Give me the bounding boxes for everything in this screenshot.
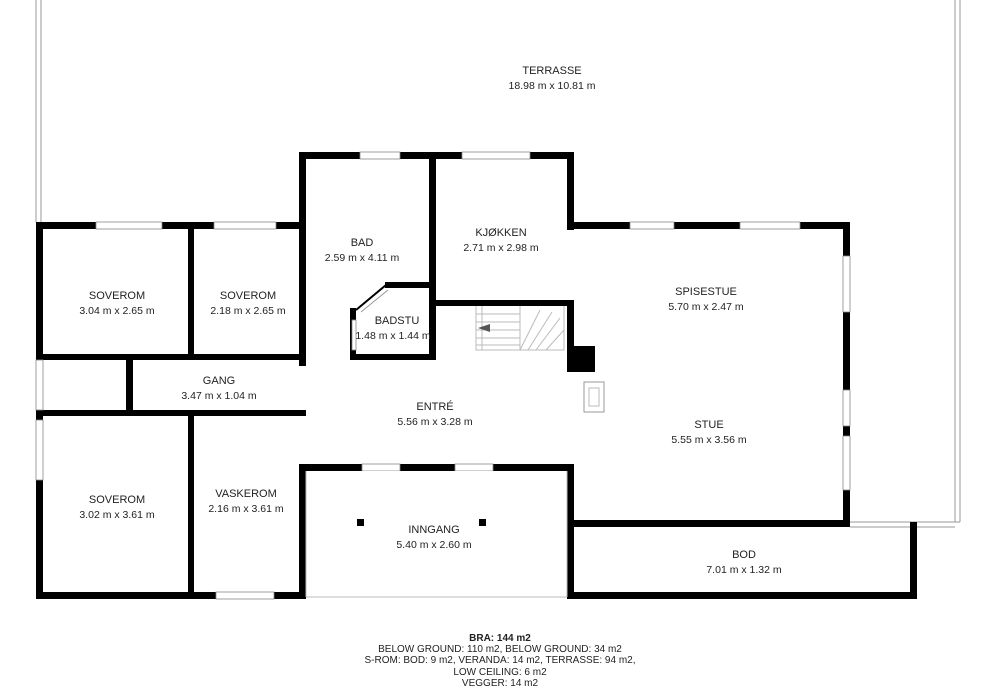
room-soverom2-name: SOVEROM	[220, 290, 276, 302]
inngang-outline	[305, 471, 568, 598]
room-entre-dims: 5.56 m x 3.28 m	[397, 416, 473, 428]
summary-line1: BELOW GROUND: 110 m2, BELOW GROUND: 34 m…	[378, 644, 622, 656]
room-stue-name: STUE	[694, 419, 723, 431]
room-terrasse-dims: 18.98 m x 10.81 m	[509, 80, 596, 92]
room-soverom1-dims: 3.04 m x 2.65 m	[79, 305, 155, 317]
room-labels: TERRASSE 18.98 m x 10.81 m SOVEROM 3.04 …	[79, 65, 782, 576]
badstu-door	[351, 284, 389, 351]
room-soverom2-dims: 2.18 m x 2.65 m	[210, 305, 286, 317]
room-bod-name: BOD	[732, 549, 756, 561]
staircase	[475, 306, 565, 351]
room-kjokken-name: KJØKKEN	[475, 227, 526, 239]
room-kjokken-dims: 2.71 m x 2.98 m	[463, 242, 539, 254]
room-bad-name: BAD	[351, 237, 374, 249]
room-stue-dims: 5.55 m x 3.56 m	[671, 434, 747, 446]
room-badstu-dims: 1.48 m x 1.44 m	[355, 330, 431, 342]
summary-line2: S-ROM: BOD: 9 m2, VERANDA: 14 m2, TERRAS…	[364, 655, 636, 667]
room-bad-dims: 2.59 m x 4.11 m	[325, 252, 400, 264]
summary-line3: LOW CEILING: 6 m2	[453, 666, 547, 678]
fireplace	[583, 381, 605, 413]
summary-bra: BRA: 144 m2	[469, 633, 531, 644]
room-inngang-name: INNGANG	[408, 524, 459, 536]
room-entre-name: ENTRÉ	[416, 400, 453, 413]
room-gang-name: GANG	[203, 375, 235, 387]
room-soverom1-name: SOVEROM	[89, 290, 145, 302]
room-soverom3-dims: 3.02 m x 3.61 m	[79, 509, 155, 521]
room-spisestue-name: SPISESTUE	[675, 286, 737, 298]
room-soverom3-name: SOVEROM	[89, 494, 145, 506]
room-badstu-name: BADSTU	[375, 315, 420, 327]
room-vaskerom-dims: 2.16 m x 3.61 m	[208, 503, 284, 515]
room-vaskerom-name: VASKEROM	[215, 488, 277, 500]
terrace-outline	[35, 0, 961, 528]
room-gang-dims: 3.47 m x 1.04 m	[181, 390, 257, 402]
windows	[35, 151, 851, 600]
room-inngang-dims: 5.40 m x 2.60 m	[396, 539, 472, 551]
room-bod-dims: 7.01 m x 1.32 m	[706, 564, 782, 576]
summary-line4: VEGGER: 14 m2	[461, 677, 539, 689]
area-summary: BRA: 144 m2 BELOW GROUND: 110 m2, BELOW …	[0, 633, 1000, 689]
room-terrasse-name: TERRASSE	[522, 65, 581, 77]
room-spisestue-dims: 5.70 m x 2.47 m	[668, 301, 744, 313]
